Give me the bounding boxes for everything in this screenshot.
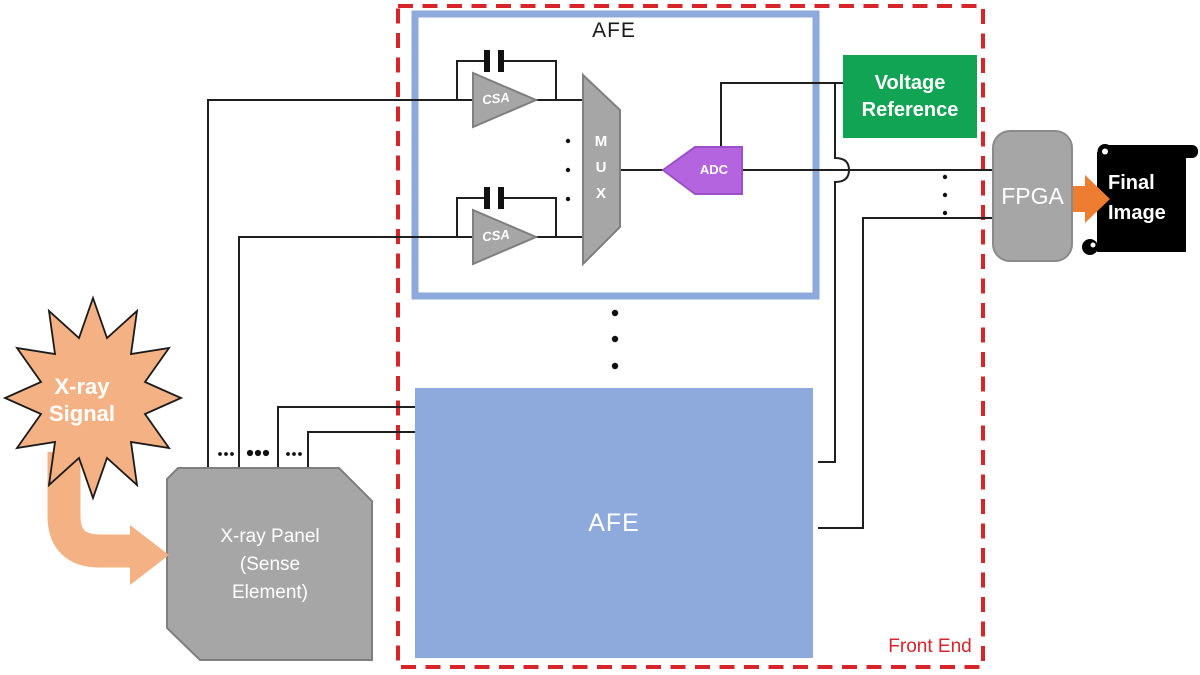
wires — [207, 60, 996, 529]
capacitor-icons — [484, 50, 504, 209]
capacitor-icon — [498, 187, 504, 209]
flow-arrow-icon — [1070, 175, 1110, 223]
capacitor-icon — [484, 50, 490, 72]
curved-arrow-head-icon — [130, 525, 169, 585]
capacitor-icon — [498, 50, 504, 72]
ellipsis-dots — [218, 138, 948, 457]
feedback-bottom-right — [504, 197, 557, 237]
curved-arrow-icon — [47, 452, 131, 568]
mux-shape — [582, 72, 621, 267]
wire-afe-block-to-fpga — [818, 217, 996, 529]
feedback-top-left — [456, 60, 484, 100]
csa-amp-top-shape — [472, 71, 539, 129]
wire-panel-to-afe-block-1 — [277, 406, 418, 474]
fpga-box: FPGA — [992, 130, 1073, 262]
voltage-reference-box: Voltage Reference — [843, 55, 977, 138]
wire-panel-to-afe-block-2 — [307, 431, 418, 474]
adc-shape — [661, 146, 743, 195]
front-end-boundary — [396, 4, 985, 669]
wire-adc-to-vref — [720, 82, 848, 150]
wire-panel-to-csa-bottom — [238, 236, 473, 474]
xray-burst-shape — [2, 295, 184, 501]
wire-vref-to-afe-block — [818, 83, 851, 463]
xray-panel-shape — [166, 467, 373, 661]
wire-panel-to-csa-top — [207, 99, 473, 474]
afe-block-box: AFE — [415, 388, 813, 658]
feedback-top-right — [504, 60, 557, 100]
scroll-shape — [1082, 144, 1198, 255]
csa-amp-bottom-shape — [472, 208, 539, 266]
feedback-bottom-left — [456, 197, 484, 237]
capacitor-icon — [484, 187, 490, 209]
